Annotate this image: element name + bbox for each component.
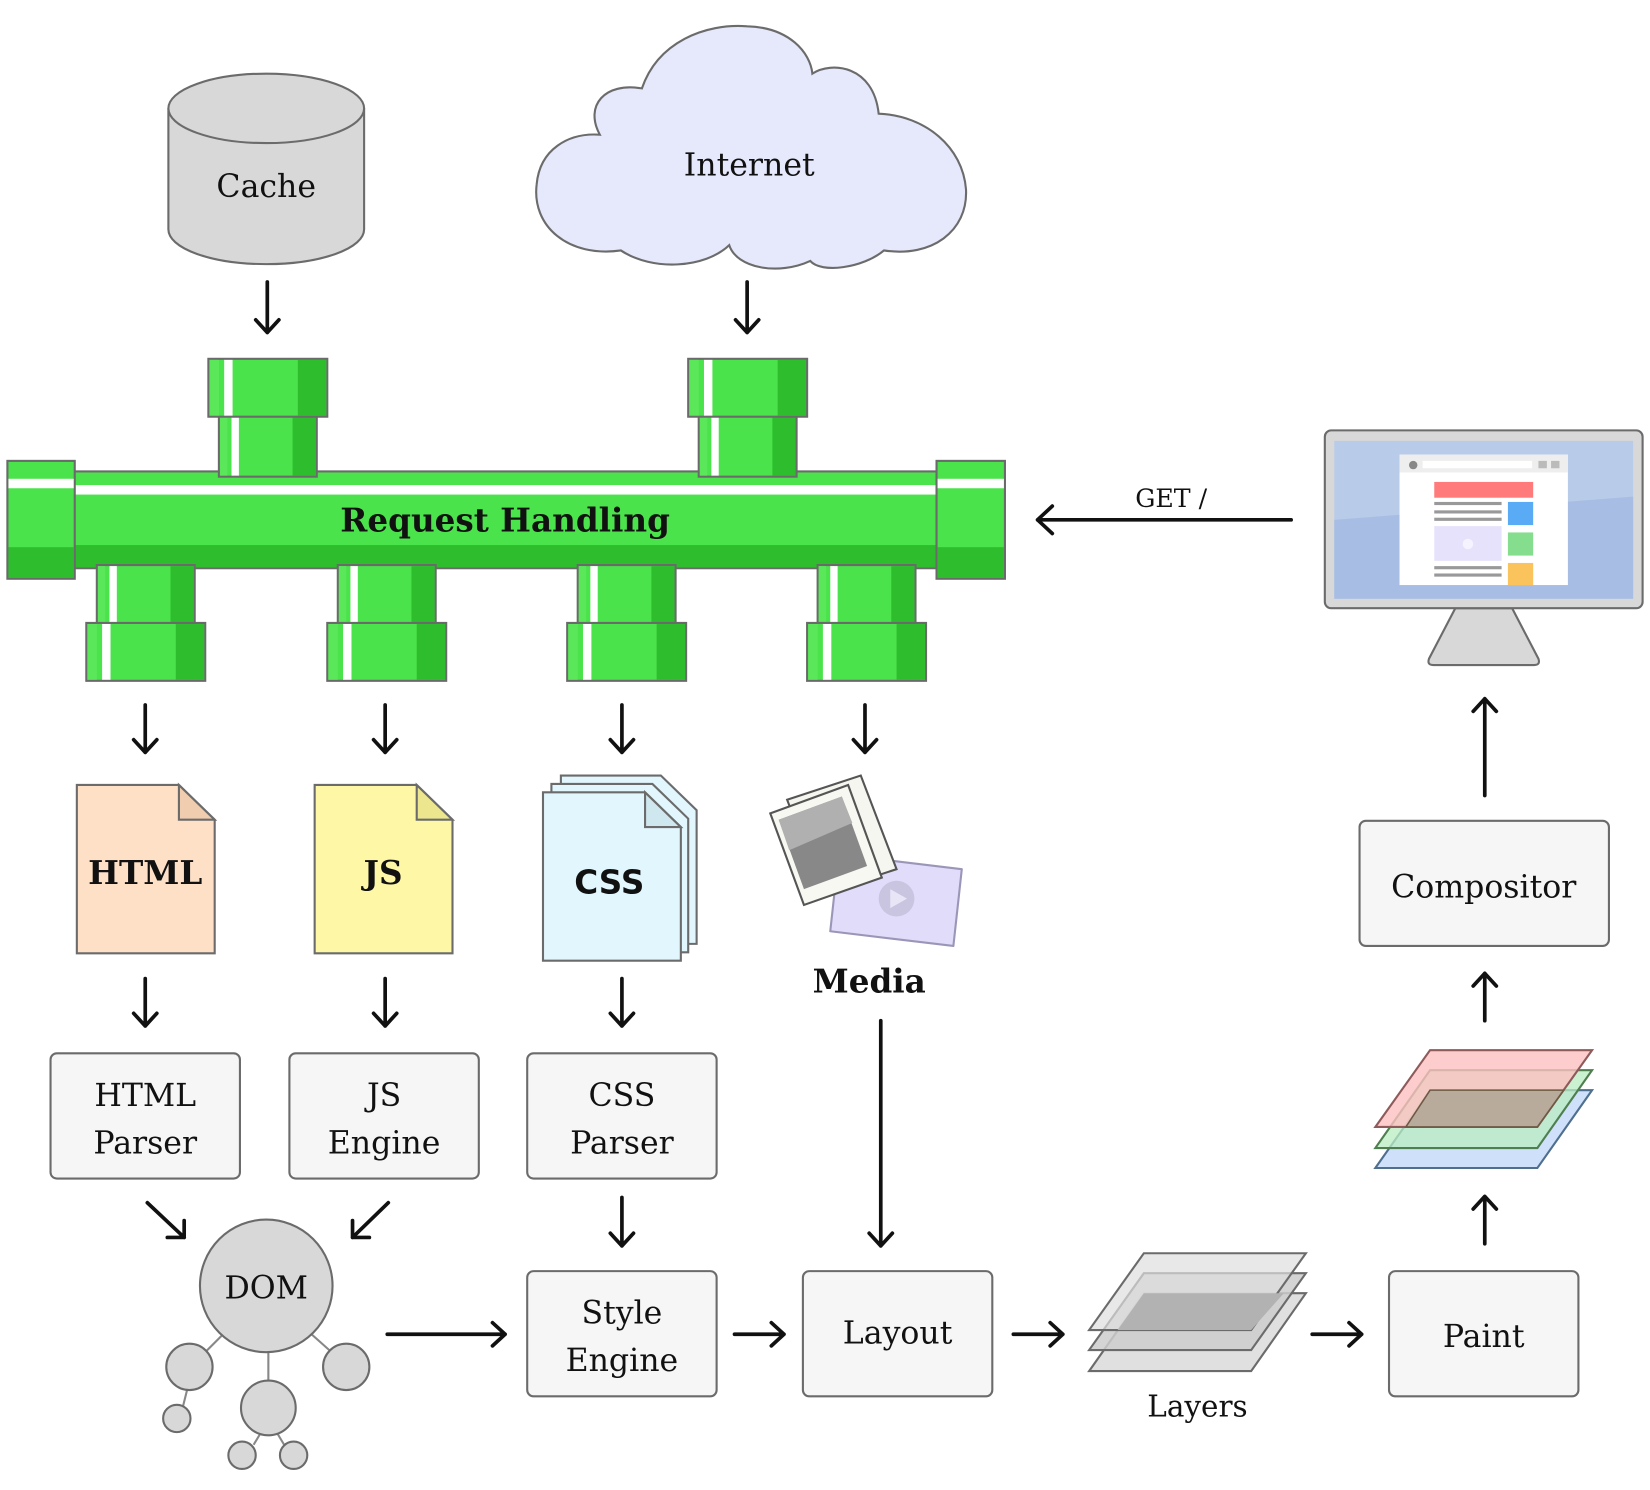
arrow-cache-to-pipe [253, 280, 281, 335]
js-engine-label-line1: JS [364, 1078, 401, 1114]
internet-cloud: Internet [535, 24, 968, 270]
arrow-internet-to-pipe [733, 280, 761, 335]
pipe-inlet-cache [207, 357, 329, 478]
dom-tree: DOM [162, 1218, 371, 1471]
html-parser-box: HTML Parser [49, 1052, 241, 1180]
arrows-to-dom [145, 1195, 636, 1248]
style-engine-label-line1: Style [581, 1296, 662, 1332]
media-icon: Media [768, 774, 963, 1000]
media-label: Media [813, 961, 926, 1000]
css-parser-label-line1: CSS [589, 1078, 656, 1114]
layout-box: Layout [801, 1270, 994, 1398]
webpage-thumbnail [1399, 454, 1568, 586]
paint-box: Paint [1387, 1270, 1580, 1398]
arrows-bottom-row [385, 1320, 1364, 1348]
request-handling-pipe: Request Handling [6, 357, 1006, 682]
js-engine-box: JS Engine [288, 1052, 480, 1180]
paint-label: Paint [1443, 1319, 1525, 1355]
layers-icon: Layers [1087, 1252, 1308, 1423]
arrows-right-column [1471, 696, 1499, 1246]
style-engine-box: Style Engine [526, 1270, 718, 1398]
css-parser-box: CSS Parser [526, 1052, 718, 1180]
js-engine-label-line2: Engine [328, 1125, 441, 1161]
pipe-outlet-html [85, 564, 207, 682]
css-parser-label-line2: Parser [570, 1125, 675, 1161]
js-file-label: JS [361, 853, 403, 892]
internet-label: Internet [684, 148, 815, 184]
style-engine-label-line2: Engine [566, 1343, 679, 1379]
layout-label: Layout [843, 1316, 953, 1352]
compositor-box: Compositor [1358, 819, 1610, 948]
layers-label: Layers [1147, 1389, 1247, 1423]
css-file-label: CSS [574, 863, 644, 901]
cache-database: Cache [167, 72, 366, 266]
arrows-pipe-to-resources [131, 703, 879, 755]
pipe-outlet-css [566, 564, 688, 682]
pipe-outlet-media [806, 564, 928, 682]
css-files-icon: CSS [541, 774, 698, 962]
compositor-label: Compositor [1391, 870, 1577, 906]
pipe-label: Request Handling [340, 500, 670, 539]
dom-label: DOM [225, 1270, 308, 1306]
html-file-label: HTML [88, 853, 202, 892]
get-request-arrow: GET / [1035, 484, 1293, 536]
pipe-outlet-js [326, 564, 448, 682]
arrows-resources-to-processors [131, 976, 895, 1248]
js-file-icon: JS [313, 782, 456, 955]
cache-label: Cache [216, 169, 316, 205]
html-parser-label-line1: HTML [94, 1078, 196, 1114]
monitor-icon [1323, 429, 1644, 667]
get-request-label: GET / [1135, 484, 1207, 513]
photo-stack [768, 774, 898, 907]
pipe-inlet-internet [687, 357, 809, 478]
html-parser-label-line2: Parser [93, 1125, 198, 1161]
html-file-icon: HTML [75, 782, 218, 955]
composited-layers-icon [1373, 1049, 1595, 1170]
